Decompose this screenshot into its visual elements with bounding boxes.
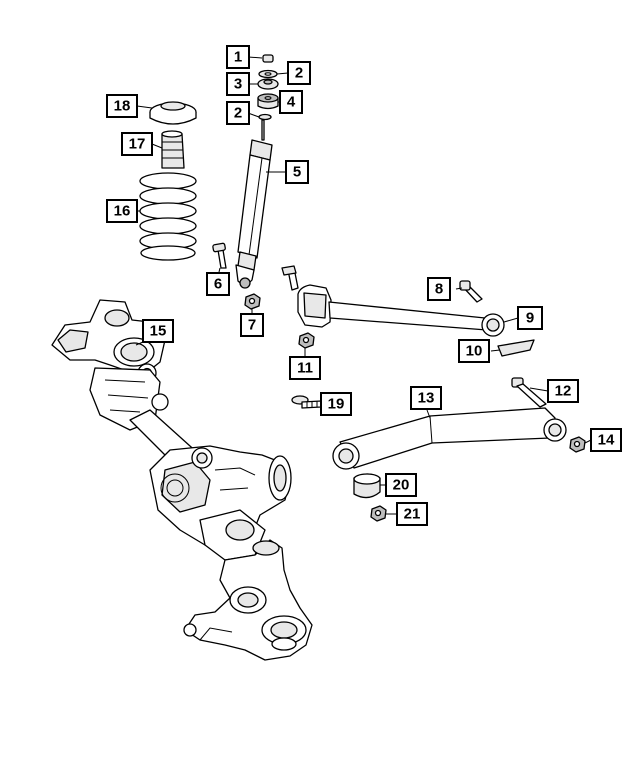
callout-2-upper-label: 2 bbox=[295, 65, 303, 82]
callout-9: 9 bbox=[517, 306, 543, 330]
part-bolt-8 bbox=[459, 280, 483, 303]
callout-19: 19 bbox=[320, 392, 352, 416]
leader-lines bbox=[135, 56, 592, 515]
part-nut-21 bbox=[370, 505, 387, 522]
part-upper-control-arm bbox=[281, 265, 505, 337]
callout-21-label: 21 bbox=[404, 506, 421, 523]
part-bolt-6 bbox=[212, 242, 227, 269]
callout-15: 15 bbox=[142, 319, 174, 343]
part-bolt-19 bbox=[291, 395, 322, 409]
callout-6-label: 6 bbox=[214, 276, 222, 293]
part-washer-upper bbox=[258, 69, 278, 79]
callout-14-label: 14 bbox=[598, 432, 615, 449]
callout-11-label: 11 bbox=[297, 360, 313, 377]
callout-2-lower-label: 2 bbox=[234, 105, 242, 122]
callout-1-label: 1 bbox=[234, 49, 242, 66]
callout-17: 17 bbox=[121, 132, 153, 156]
part-front-axle-assembly bbox=[51, 299, 313, 661]
part-bushing-lower bbox=[257, 93, 279, 110]
callout-17-label: 17 bbox=[129, 136, 146, 153]
callout-12-label: 12 bbox=[555, 383, 572, 400]
callout-2-upper: 2 bbox=[287, 61, 311, 85]
callout-3: 3 bbox=[226, 72, 250, 96]
callout-21: 21 bbox=[396, 502, 428, 526]
callout-9-label: 9 bbox=[526, 310, 534, 327]
callout-20: 20 bbox=[385, 473, 417, 497]
callout-14: 14 bbox=[590, 428, 622, 452]
part-nut-7 bbox=[244, 293, 261, 310]
callout-20-label: 20 bbox=[393, 477, 410, 494]
callout-4-label: 4 bbox=[287, 94, 296, 111]
callout-16: 16 bbox=[106, 199, 138, 223]
part-bumper-20 bbox=[353, 473, 381, 499]
callout-19-label: 19 bbox=[328, 396, 345, 413]
callout-2-lower: 2 bbox=[226, 101, 250, 125]
callout-18: 18 bbox=[106, 94, 138, 118]
callout-18-label: 18 bbox=[114, 98, 131, 115]
part-coil-spring bbox=[139, 172, 197, 261]
callout-5-label: 5 bbox=[293, 164, 301, 181]
callout-8: 8 bbox=[427, 277, 451, 301]
callout-13: 13 bbox=[410, 386, 442, 410]
callout-13-label: 13 bbox=[418, 390, 435, 407]
part-bolt-12 bbox=[511, 377, 547, 408]
part-lower-control-arm bbox=[332, 407, 567, 470]
callout-12: 12 bbox=[547, 379, 579, 403]
callout-10: 10 bbox=[458, 339, 490, 363]
callout-8-label: 8 bbox=[435, 281, 443, 298]
callout-1: 1 bbox=[226, 45, 250, 69]
part-nut-14 bbox=[569, 436, 586, 453]
part-jounce-bumper bbox=[161, 130, 185, 169]
callout-6: 6 bbox=[206, 272, 230, 296]
part-nut-top bbox=[262, 54, 274, 63]
callout-11: 11 bbox=[289, 356, 321, 380]
part-nut-11 bbox=[298, 332, 315, 349]
part-bushing-upper bbox=[257, 78, 279, 90]
part-washer-lower bbox=[258, 113, 272, 121]
part-shock-absorber bbox=[235, 119, 273, 289]
part-spring-isolator bbox=[149, 101, 197, 125]
callout-7-label: 7 bbox=[248, 317, 256, 334]
part-wedge-10 bbox=[497, 339, 535, 357]
callout-15-label: 15 bbox=[150, 323, 167, 340]
callout-10-label: 10 bbox=[466, 343, 483, 360]
callout-3-label: 3 bbox=[234, 76, 242, 93]
callout-5: 5 bbox=[285, 160, 309, 184]
callout-16-label: 16 bbox=[114, 203, 131, 220]
callout-4: 4 bbox=[279, 90, 303, 114]
callout-7: 7 bbox=[240, 313, 264, 337]
